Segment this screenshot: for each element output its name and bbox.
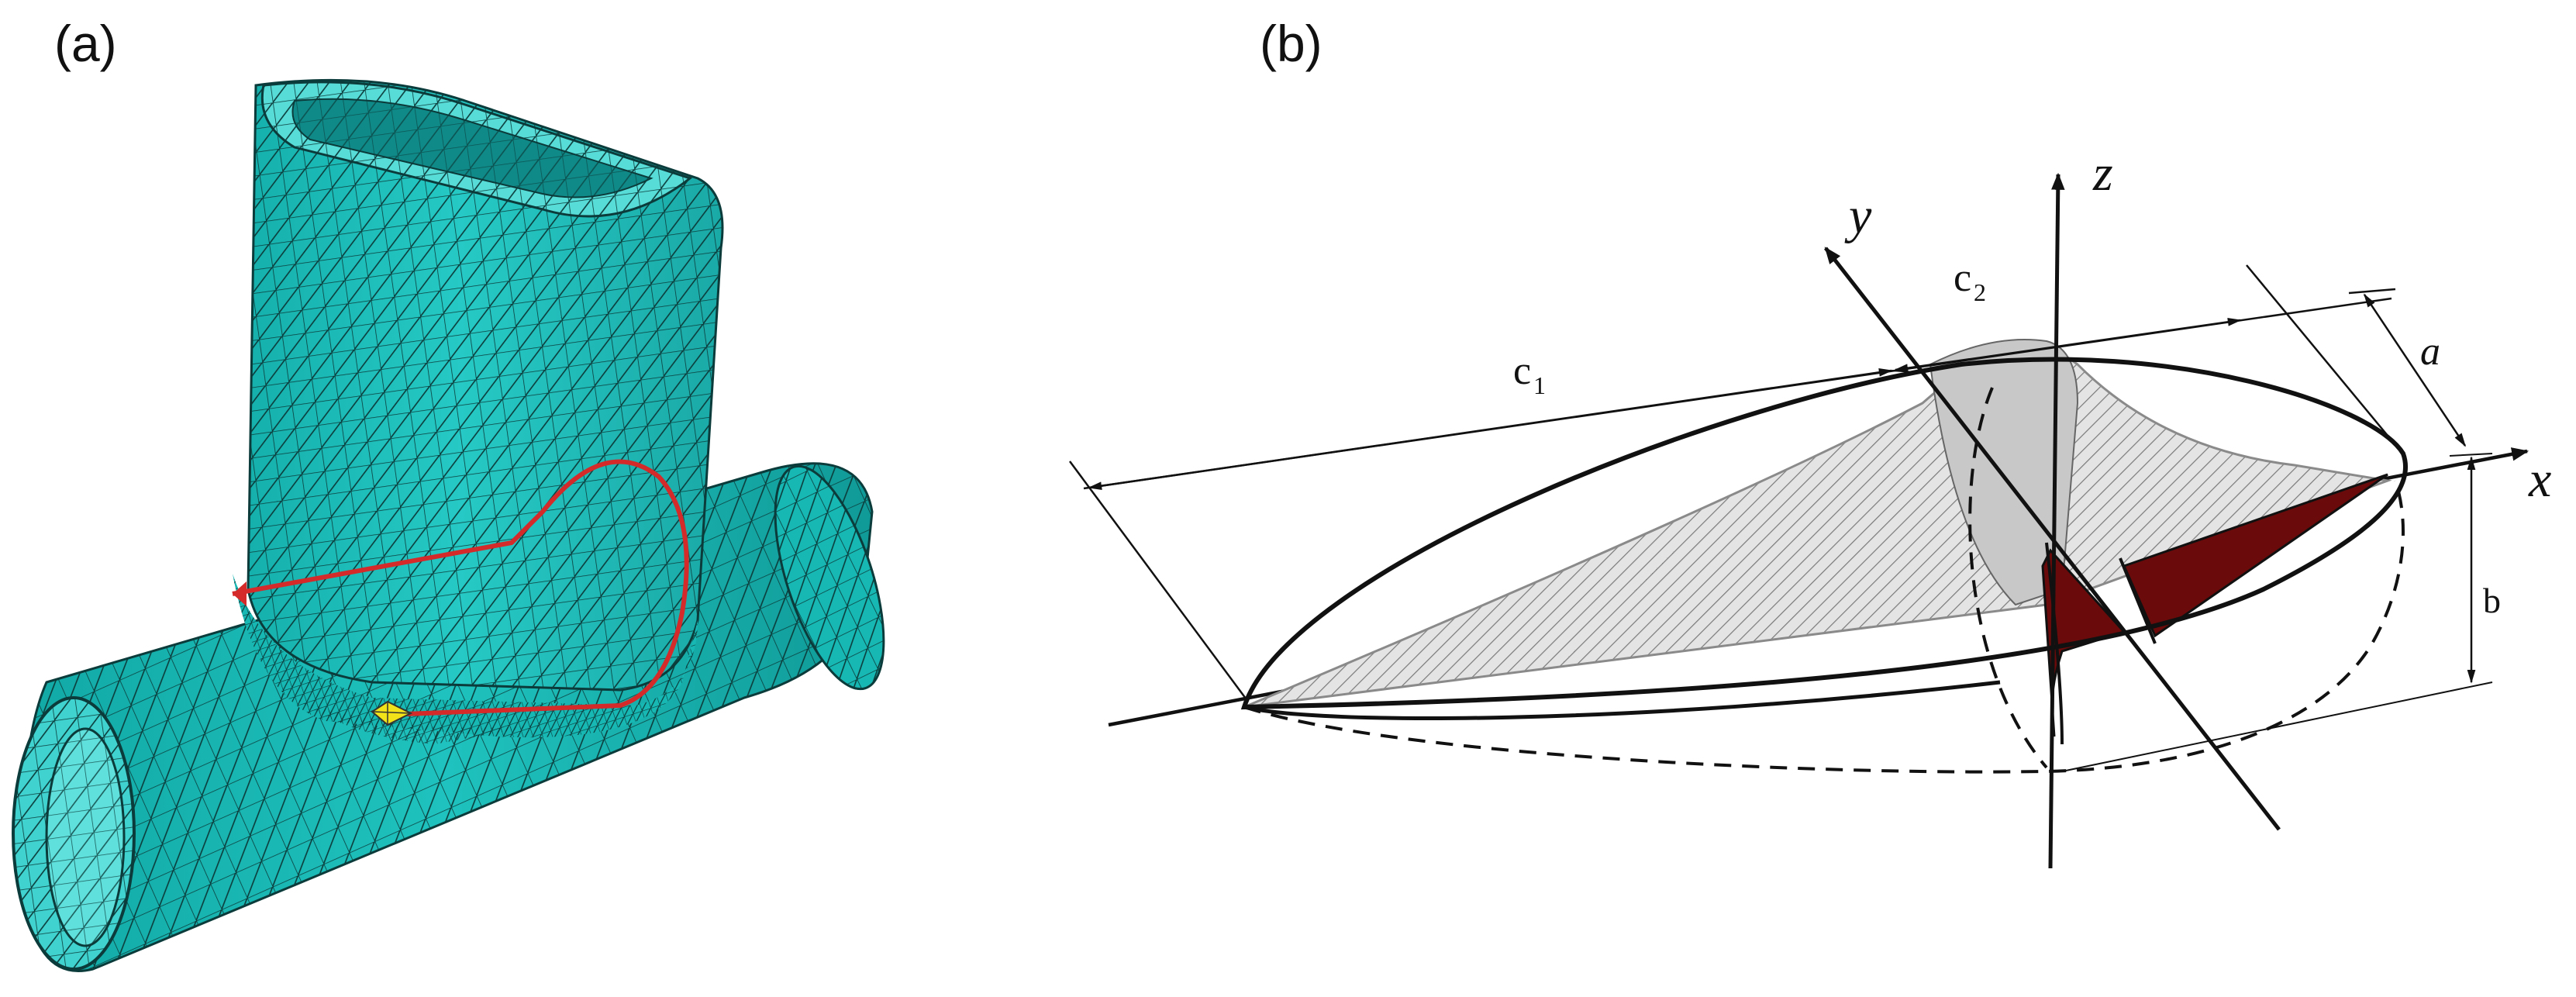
stress-region-upper xyxy=(2122,473,2388,638)
tjoint-mesh-model xyxy=(12,78,885,972)
crack-tip-marker xyxy=(371,700,413,726)
crack-depth-dashed xyxy=(1243,480,2405,774)
dimension-a-label: a xyxy=(2420,329,2440,374)
z-axis-label: z xyxy=(2092,145,2113,202)
dimension-b-label: b xyxy=(2483,581,2501,620)
svg-text:c: c xyxy=(1513,349,1531,393)
x-axis-label: x xyxy=(2528,451,2551,508)
svg-text:c: c xyxy=(1954,256,1971,300)
crack-geometry-diagram: x z y a b c 1 c 2 xyxy=(1068,145,2551,869)
svg-text:1: 1 xyxy=(1533,371,1546,399)
y-axis-label: y xyxy=(1844,188,1872,244)
crack-start-arrow xyxy=(233,581,247,606)
z-axis xyxy=(2048,172,2065,869)
crack-front-line xyxy=(232,459,689,717)
dimension-c2-label: c 2 xyxy=(1954,256,1986,306)
svg-text:2: 2 xyxy=(1974,278,1986,306)
panel-a-label: (a) xyxy=(54,15,117,72)
brace-tube xyxy=(247,78,724,692)
panel-b-label: (b) xyxy=(1260,15,1322,72)
dimension-c1-label: c 1 xyxy=(1513,349,1546,399)
